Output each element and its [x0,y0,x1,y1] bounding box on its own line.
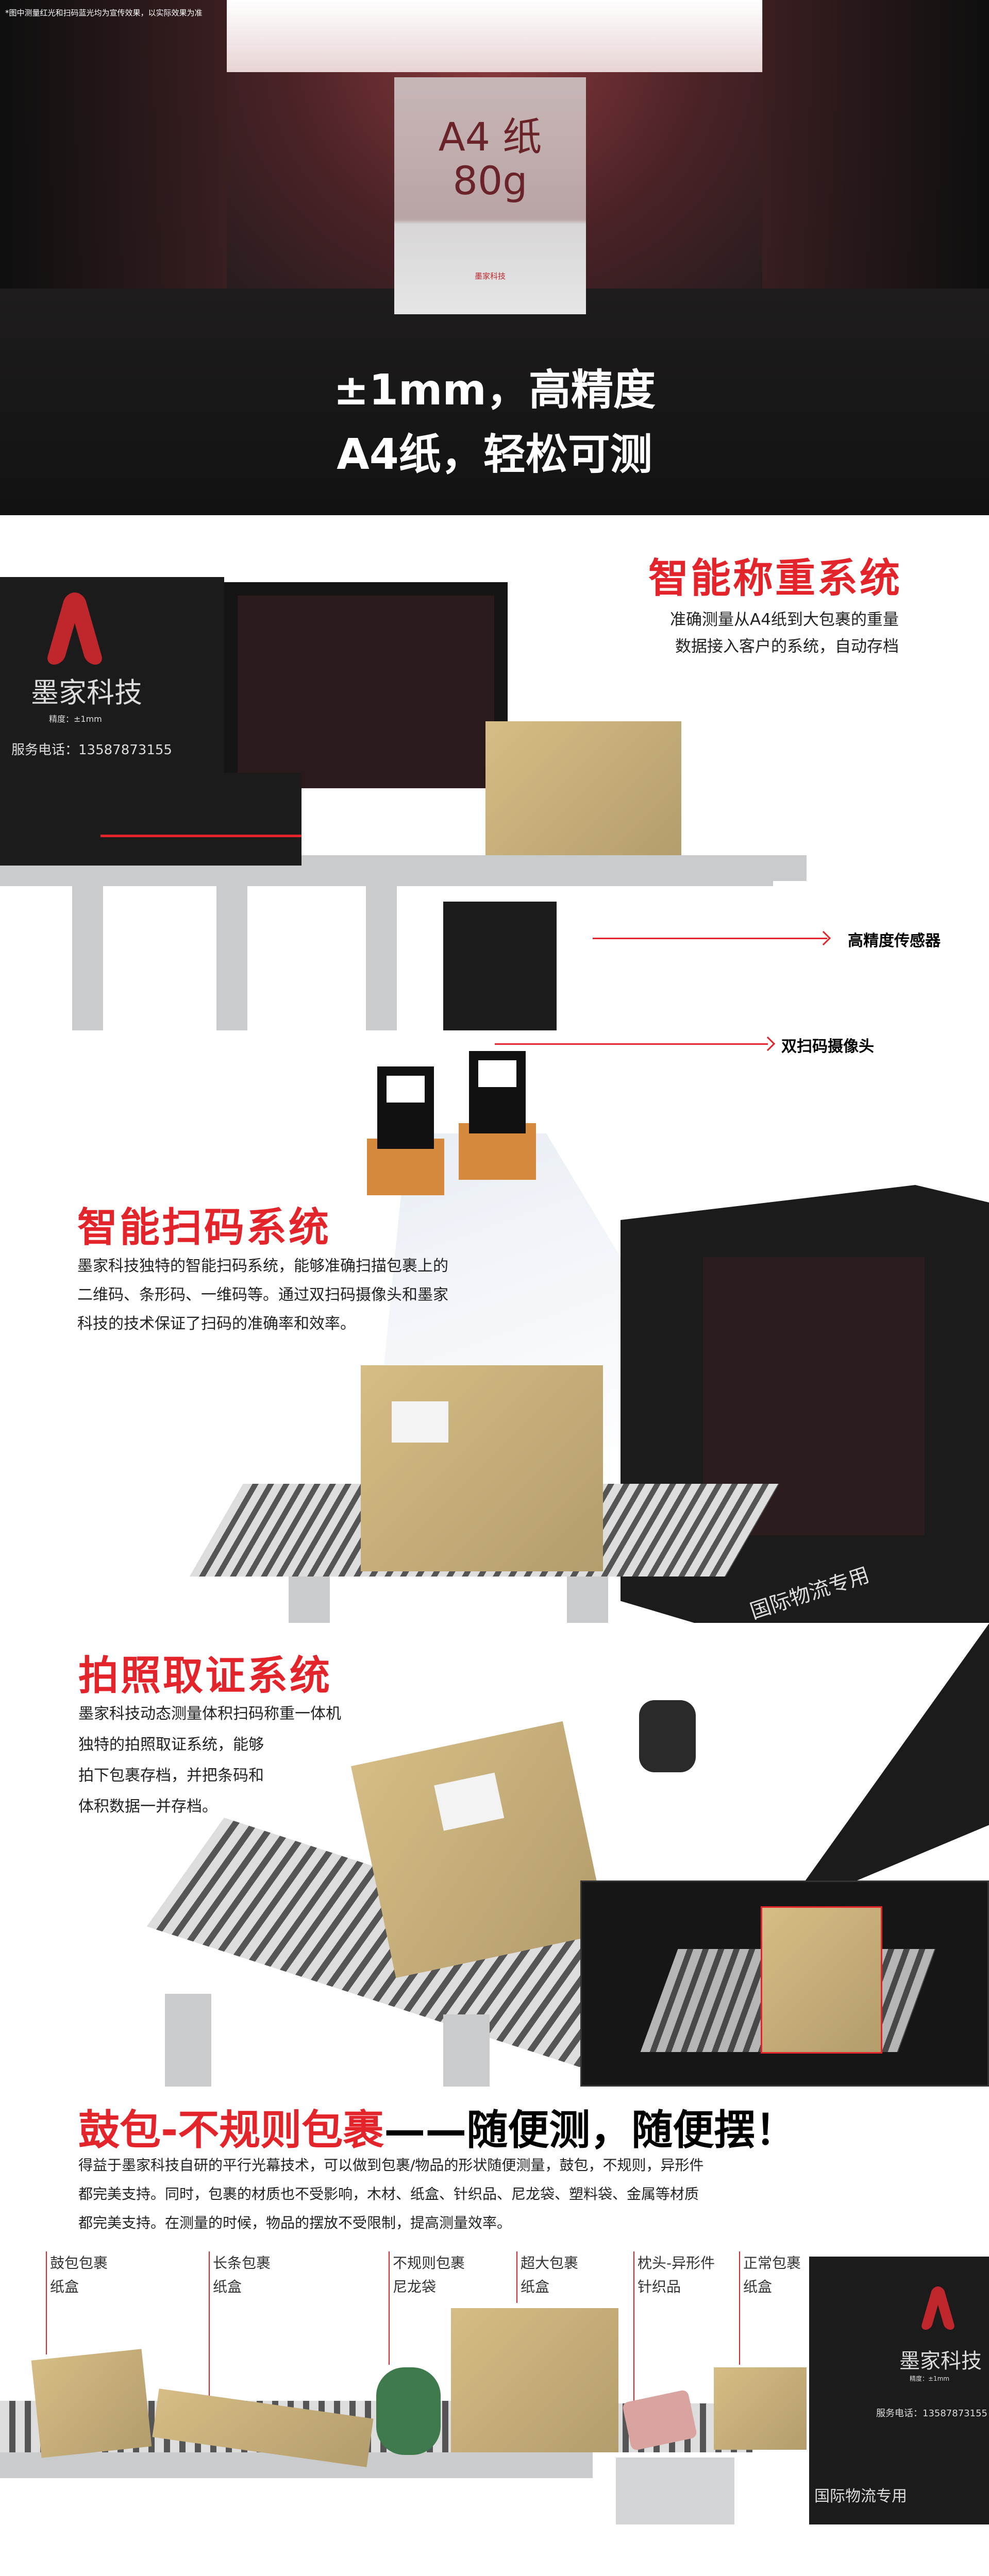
arrow-icon [816,930,831,946]
scanner-tunnel [224,582,508,788]
a4-paper: A4 纸 80g 墨家科技 [394,77,586,314]
conveyor-housing [0,773,301,866]
camera-pointer-line [495,1043,768,1045]
sensor-label: 高精度传感器 [848,932,941,950]
paper-line2: 80g [452,158,528,204]
oversize-parcel [451,2308,618,2452]
frame-rail [0,866,773,886]
parcel-type: 超大包裹 [521,2255,579,2272]
parcel-type: 不规则包裹 [393,2255,465,2272]
irregular-desc-2: 都完美支持。同时，包裹的材质也不受影响，木材、纸盒、针织品、尼龙袋、塑料袋、金属… [78,2185,699,2202]
paper-brand: 墨家科技 [474,272,506,281]
scanning-desc-1: 墨家科技独特的智能扫码系统，能够准确扫描包裹上的 [77,1257,448,1275]
parcel-material: 纸盒 [743,2278,773,2295]
machine-precision: 精度：±1mm [49,714,102,724]
irregular-title: 鼓包-不规则包裹——随便测，随便摆！ [78,2097,796,2157]
sensor-pointer-line [593,938,827,939]
nylon-bag-parcel [376,2367,441,2455]
scanning-desc-2: 二维码、条形码、一维码等。通过双扫码摄像头和墨家 [77,1286,448,1304]
headline-precision: ±1mm，高精度 [333,366,656,415]
photo-camera-icon [639,1700,696,1772]
photo-section: 拍照取证系统 墨家科技动态测量体积扫码称重一体机 独特的拍照取证系统，能够 拍下… [0,1623,989,2087]
parcel-type-item: 超大包裹纸盒 [516,2251,630,2303]
weighing-desc-2: 数据接入客户的系统，自动存档 [675,637,899,656]
weighing-section: 智能称重系统 准确测量从A4纸到大包裹的重量 数据接入客户的系统，自动存档 墨家… [0,515,989,1030]
parcel-box [485,721,681,860]
frame-leg [165,1994,211,2087]
paper-line1: A4 纸 [438,114,542,160]
headline-a4: A4纸，轻松可测 [337,430,652,479]
photo-evidence-inset [580,1880,989,2087]
machine-phone: 服务电话：13587873155 [876,2408,987,2419]
scanning-title: 智能扫码系统 [77,1205,331,1251]
machine-brand: 墨家科技 [31,676,142,709]
disclaimer: *图中测量红光和扫码蓝光均为宣传效果，以实际效果为准 [5,8,203,18]
frame-leg [72,886,103,1030]
machine-tag: 国际物流专用 [814,2487,907,2505]
parcel-type-item: 鼓包包裹纸盒 [46,2251,200,2354]
frame-leg [567,1577,608,1623]
parcel-box [361,1365,603,1571]
camera-2 [459,1051,541,1180]
weighing-controller [443,902,557,1030]
photo-title: 拍照取证系统 [78,1653,332,1699]
irregular-title-black: ——随便测，随便摆！ [384,2106,797,2154]
frame-leg [366,886,397,1030]
red-stripe [100,835,301,837]
parcel-type-item: 长条包裹纸盒 [209,2251,363,2401]
irregular-desc-3: 都完美支持。在测量的时候，物品的摆放不受限制，提高测量效率。 [78,2214,512,2231]
frame-leg [289,1577,330,1623]
frame-leg [443,2014,490,2087]
hero-section: *图中测量红光和扫码蓝光均为宣传效果，以实际效果为准 A4 纸 80g 墨家科技… [0,0,989,515]
parcel-type: 鼓包包裹 [50,2255,108,2272]
scanning-section: 双扫码摄像头 智能扫码系统 墨家科技独特的智能扫码系统，能够准确扫描包裹上的 二… [0,1030,989,1624]
machine-phone: 服务电话：13587873155 [11,742,172,758]
camera-label: 双扫码摄像头 [781,1038,874,1056]
scanner-machine: 墨家科技 精度：±1mm 服务电话：13587873155 国际物流专用 [809,2257,989,2524]
weighing-title: 智能称重系统 [648,555,902,602]
tunnel-floor [0,289,989,515]
irregular-desc-1: 得益于墨家科技自研的平行光幕技术，可以做到包裹/物品的形状随便测量，鼓包，不规则… [78,2157,704,2174]
irregular-section: 鼓包-不规则包裹——随便测，随便摆！ 得益于墨家科技自研的平行光幕技术，可以做到… [0,2087,989,2524]
photo-desc-4: 体积数据一并存档。 [78,1798,217,1816]
parcel-type: 枕头-异形件 [638,2255,715,2272]
parcel-material: 纸盒 [50,2278,79,2295]
irregular-title-red: 鼓包-不规则包裹 [78,2106,384,2154]
scanner-machine: 墨家科技 精度：±1mm 服务电话：13587873155 [0,577,224,773]
bulging-parcel [31,2349,152,2458]
frame-leg [616,2458,734,2524]
parcel-type-item: 正常包裹纸盒 [739,2251,806,2365]
parcel-type: 长条包裹 [213,2255,271,2272]
arrow-icon [760,1036,776,1052]
parcel-box [350,1721,608,1978]
machine-brand: 墨家科技 [899,2349,982,2373]
photo-desc-1: 墨家科技动态测量体积扫码称重一体机 [78,1705,341,1723]
parcel-material: 纸盒 [213,2278,242,2295]
parcel-type-item: 枕头-异形件针织品 [633,2251,736,2401]
frame-leg [216,886,247,1030]
brand-logo [921,2286,955,2330]
parcel-material: 纸盒 [521,2278,550,2295]
camera-1 [367,1066,449,1195]
weighing-desc-1: 准确测量从A4纸到大包裹的重量 [670,611,899,629]
photo-desc-3: 拍下包裹存档，并把条码和 [78,1767,264,1785]
parcel-type-item: 不规则包裹尼龙袋 [389,2251,502,2365]
scanning-desc-3: 科技的技术保证了扫码的准确率和效率。 [77,1315,356,1333]
photo-desc-2: 独特的拍照取证系统，能够 [78,1736,264,1754]
normal-parcel [714,2367,807,2450]
machine-edge [783,1623,989,1911]
inset-parcel [762,1908,881,2052]
tunnel-light [227,0,763,72]
machine-precision: 精度：±1mm [910,2375,950,2382]
parcel-type: 正常包裹 [743,2255,801,2272]
parcel-material: 尼龙袋 [393,2278,437,2295]
parcel-material: 针织品 [638,2278,681,2295]
brand-logo [46,592,103,665]
